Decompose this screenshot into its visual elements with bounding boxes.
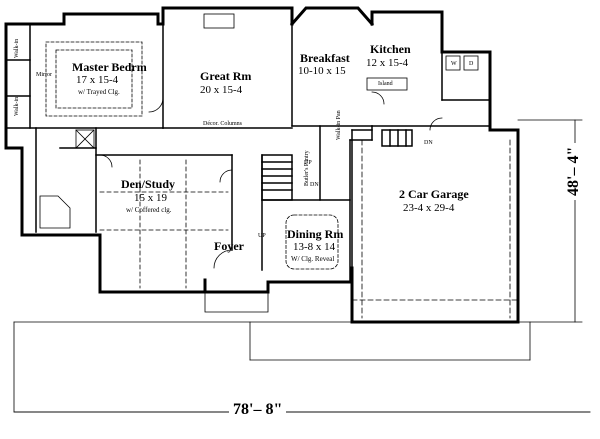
washer-label: W xyxy=(451,61,457,67)
dining-room-name: Dining Rm xyxy=(287,227,344,241)
fixtures xyxy=(13,13,591,413)
dining-room-note: W/ Clg. Reveal xyxy=(291,255,335,263)
stairs-up-label-2: UP xyxy=(258,233,266,239)
overall-width-dimension: 78'– 8" xyxy=(229,402,287,418)
den-study-name: Den/Study xyxy=(121,177,176,191)
garage-name: 2 Car Garage xyxy=(399,187,469,201)
master-bedroom-note: w/ Trayed Clg. xyxy=(78,88,120,96)
dryer-label: D xyxy=(469,61,474,67)
great-room-name: Great Rm xyxy=(200,69,252,83)
decor-columns-label: Décor. Columns xyxy=(203,121,242,127)
mirror-label: Mirror xyxy=(36,72,52,78)
kitchen-name: Kitchen xyxy=(370,42,411,56)
stairs-down-label-2: DN xyxy=(424,140,433,146)
great-room-dims: 20 x 15-4 xyxy=(200,84,243,96)
den-study-note: w/ Coffered clg. xyxy=(126,206,172,214)
breakfast-name: Breakfast xyxy=(300,51,350,65)
master-bedroom-name: Master Bedrm xyxy=(72,60,147,74)
breakfast-dims: 10-10 x 15 xyxy=(298,65,346,77)
overall-depth-dimension: 48'– 4" xyxy=(565,142,582,200)
walkin-closet-label-2: Walk-in xyxy=(14,96,20,116)
garage-dims: 23-4 x 29-4 xyxy=(403,202,455,214)
butlers-pantry-label: Butler's Pantry xyxy=(304,150,310,186)
stairs-up-label-1: UP xyxy=(304,160,312,166)
walkin-closet-label-1: Walk-in xyxy=(14,38,20,58)
stairs-down-label-1: DN xyxy=(310,182,319,188)
foyer-name: Foyer xyxy=(214,239,244,253)
den-study-dims: 15 x 19 xyxy=(134,192,167,204)
walkin-pantry-label: Walk-in Pan xyxy=(336,110,342,140)
master-bedroom-dims: 17 x 15-4 xyxy=(76,74,119,86)
dining-room-dims: 13-8 x 14 xyxy=(293,241,336,253)
kitchen-dims: 12 x 15-4 xyxy=(366,57,409,69)
door-swings xyxy=(99,91,443,269)
kitchen-island-label: Island xyxy=(378,81,393,87)
